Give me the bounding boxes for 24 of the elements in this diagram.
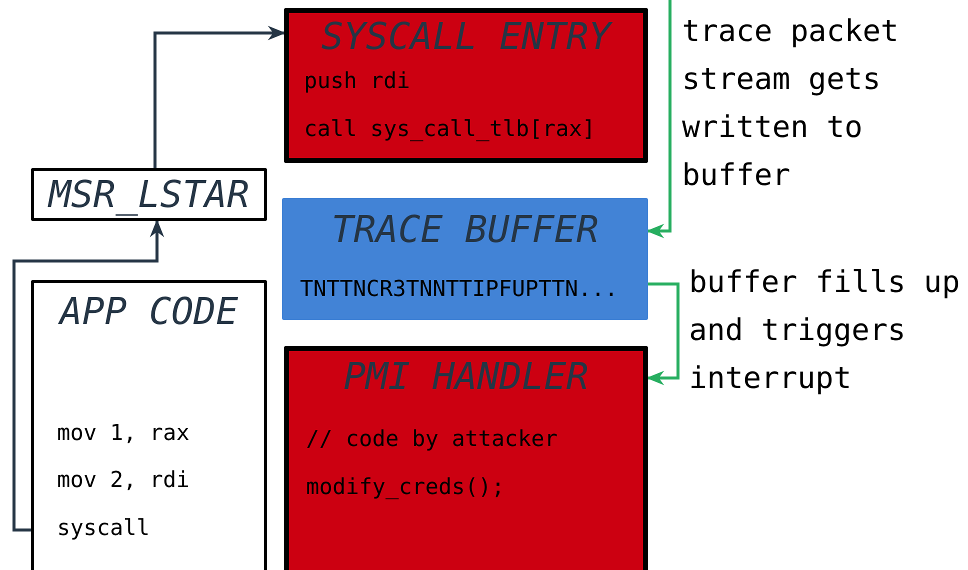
code-line: TNTTNCR3TNNTTIPFUPTTN... [300,276,618,304]
code-block [284,8,648,163]
code-line: mov 1, rax [57,420,190,448]
box-title: TRACE BUFFER [330,208,600,252]
arrow [646,282,680,386]
box-title: APP CODE [57,290,240,334]
box-title: SYSCALL ENTRY [320,15,614,59]
code-line: call sys_call_tlb[rax] [304,116,596,144]
arrow [646,0,672,238]
annotation-text: trace packet stream gets written to buffer [682,13,900,195]
code-line: push rdi [304,68,410,96]
code-line: // code by attacker [306,426,558,454]
code-line: mov 2, rdi [57,467,190,495]
arrow [12,219,164,532]
box-title: MSR_LSTAR [46,173,250,217]
register-box [31,168,267,221]
code-line: syscall [57,515,150,543]
box-title: PMI HANDLER [342,355,590,399]
annotation-text: buffer fills up and triggers interrupt [689,264,961,398]
code-line: modify_creds(); [306,474,505,502]
arrow [154,26,286,168]
code-block [31,280,267,570]
buffer-block [282,198,648,320]
code-block [284,346,648,570]
